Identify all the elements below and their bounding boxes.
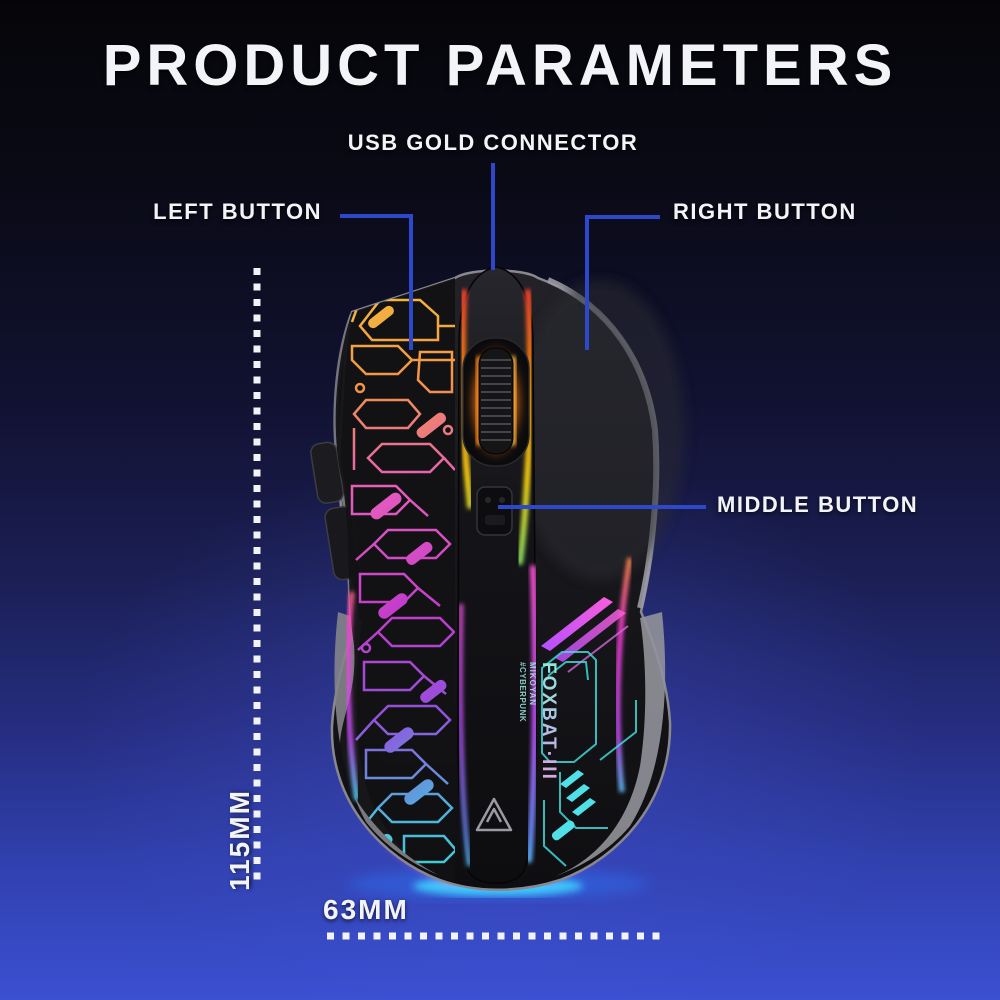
- left-button-callout-line: [340, 214, 413, 350]
- model-sub-1: MIKOYAN: [528, 662, 537, 706]
- strip-rgb-left-lower: [457, 603, 472, 867]
- brand-a-logo-icon: [475, 797, 513, 832]
- middle-button-label: MIDDLE BUTTON: [717, 492, 919, 517]
- height-measurement-label: 115MM: [224, 789, 255, 891]
- model-name: FOXBAT·III: [538, 662, 559, 781]
- left-flank-rgb-strip: [345, 591, 360, 801]
- right-button-callout-line: [585, 215, 660, 350]
- right-shell-decor: [541, 597, 637, 867]
- right-silver-rim: [556, 612, 666, 876]
- model-name-text: FOXBAT·III MIKOYAN #CYBERPUNK: [518, 662, 559, 781]
- side-button-forward: [310, 441, 345, 504]
- scroll-wheel: [462, 337, 530, 467]
- usb-connector-label: USB GOLD CONNECTOR: [347, 130, 639, 155]
- left-button-label: LEFT BUTTON: [153, 199, 322, 224]
- mouse: FOXBAT·III MIKOYAN #CYBERPUNK: [310, 266, 685, 891]
- model-sub-2: #CYBERPUNK: [518, 662, 527, 722]
- middle-button: [476, 486, 513, 536]
- strip-rgb-right-lower: [526, 565, 539, 863]
- page-title: PRODUCT PARAMETERS: [102, 33, 898, 98]
- callout-lines: [340, 163, 706, 509]
- measurement-lines: [253, 268, 663, 940]
- strip-rgb-right: [517, 289, 534, 565]
- right-button-label: RIGHT BUTTON: [673, 199, 857, 224]
- width-measurement-label: 63MM: [323, 894, 409, 925]
- left-silver-rim: [334, 612, 446, 878]
- right-flank-rgb-strip: [615, 557, 633, 793]
